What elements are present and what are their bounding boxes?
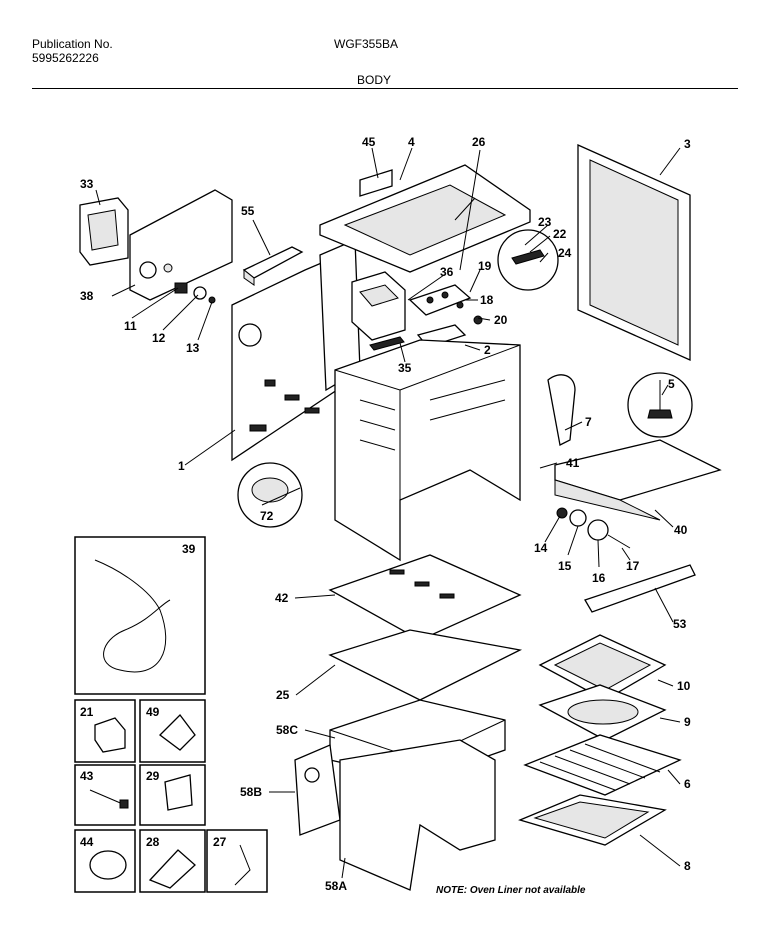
parts-11-12-13-fittings [174, 282, 216, 304]
part-6-oven-rack [523, 734, 682, 796]
callout-58c: 58C [276, 723, 298, 737]
part-4-top-panel [319, 164, 531, 273]
callout-29: 29 [146, 769, 160, 783]
part-8-drip-tray [518, 794, 667, 846]
callout-7: 7 [585, 415, 592, 429]
callout-39: 39 [182, 542, 196, 556]
part-3-rear-panel [577, 143, 691, 362]
callout-14: 14 [534, 541, 548, 555]
callout-72: 72 [260, 509, 274, 523]
callout-21: 21 [80, 705, 94, 719]
callout-44: 44 [80, 835, 94, 849]
part-55-bar [242, 246, 304, 286]
part-42-bottom-panel [328, 554, 522, 641]
callout-41: 41 [566, 456, 580, 470]
header-rule [32, 88, 738, 89]
part-36-duct [351, 271, 406, 341]
part-72-inset [237, 462, 303, 528]
model-number: WGF355BA [334, 37, 399, 51]
callout-27: 27 [213, 835, 227, 849]
callout-19: 19 [478, 259, 492, 273]
callout-58b: 58B [240, 785, 262, 799]
part-38-side-panel [129, 189, 233, 301]
callout-17: 17 [626, 559, 640, 573]
callout-26: 26 [472, 135, 486, 149]
callout-22: 22 [553, 227, 567, 241]
callout-28: 28 [146, 835, 160, 849]
callout-labels: 33 38 11 12 13 1 55 45 4 26 36 19 18 20 … [80, 135, 691, 896]
callout-38: 38 [80, 289, 94, 303]
callout-8: 8 [684, 859, 691, 873]
part-5-leg-inset [627, 372, 693, 438]
callout-49: 49 [146, 705, 160, 719]
callout-5: 5 [668, 377, 675, 391]
part-53-rail [584, 564, 696, 613]
callout-25: 25 [276, 688, 290, 702]
oven-body-frame [334, 339, 521, 562]
part-25-panel [328, 629, 523, 701]
callout-15: 15 [558, 559, 572, 573]
part-58-drawer-assembly [294, 699, 506, 891]
callout-42: 42 [275, 591, 289, 605]
callout-18: 18 [480, 293, 494, 307]
part-box-44 [74, 829, 136, 893]
callout-10: 10 [677, 679, 691, 693]
part-9-broiler-pan [538, 684, 667, 741]
publication-label: Publication No. [32, 37, 113, 51]
parts-7-40-41 [547, 374, 722, 521]
callout-40: 40 [674, 523, 688, 537]
callout-3: 3 [684, 137, 691, 151]
callout-16: 16 [592, 571, 606, 585]
callout-13: 13 [186, 341, 200, 355]
callout-36: 36 [440, 265, 454, 279]
callout-20: 20 [494, 313, 508, 327]
callout-2: 2 [484, 343, 491, 357]
callout-23: 23 [538, 215, 552, 229]
callout-6: 6 [684, 777, 691, 791]
callout-53: 53 [673, 617, 687, 631]
part-10-broiler-grid [538, 634, 667, 701]
callout-4: 4 [408, 135, 415, 149]
part-box-43 [74, 764, 136, 826]
callout-24: 24 [558, 246, 572, 260]
callout-12: 12 [152, 331, 166, 345]
callout-45: 45 [362, 135, 376, 149]
callout-1: 1 [178, 459, 185, 473]
publication-number: 5995262226 [32, 51, 99, 65]
callout-58a: 58A [325, 879, 347, 893]
callout-35: 35 [398, 361, 412, 375]
parts-22-23-24-inset [497, 229, 559, 291]
part-33-bracket [79, 197, 129, 266]
callout-9: 9 [684, 715, 691, 729]
part-box-27 [206, 829, 268, 893]
section-title: BODY [357, 73, 392, 87]
callout-11: 11 [124, 319, 137, 333]
oven-liner-note: NOTE: Oven Liner not available [436, 885, 586, 896]
leader-lines [95, 147, 681, 879]
callout-33: 33 [80, 177, 94, 191]
part-box-39 [74, 536, 206, 695]
part-1-body-panel [231, 239, 361, 462]
callout-55: 55 [241, 204, 255, 218]
callout-43: 43 [80, 769, 94, 783]
parts-14-to-17-knobs [556, 507, 631, 549]
